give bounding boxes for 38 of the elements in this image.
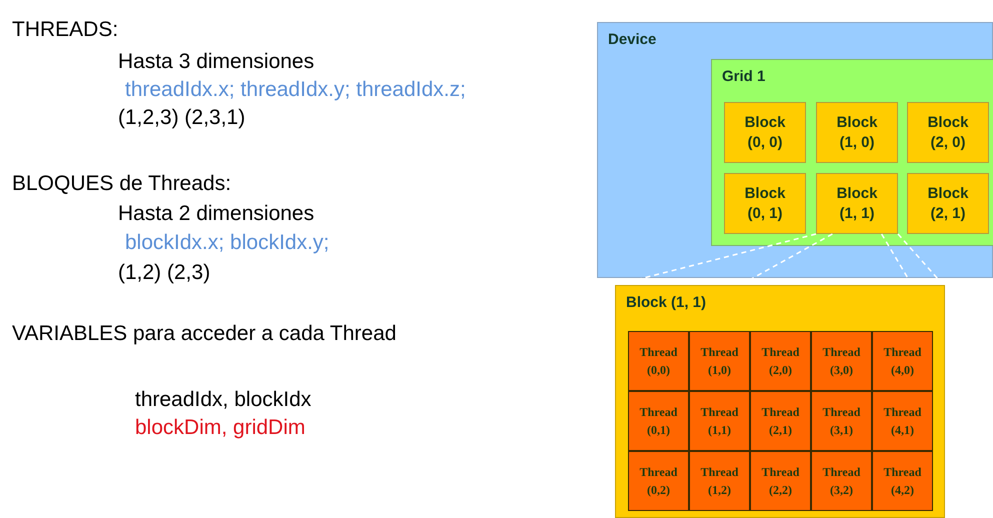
- thread-tile: Thread (1,0): [689, 331, 750, 391]
- thread-tile: Thread (3,2): [811, 451, 872, 511]
- thread-tile: Thread (0,1): [628, 391, 689, 451]
- thread-tile: Thread (4,2): [872, 451, 933, 511]
- note-text: BLOQUES de Threads:: [12, 172, 232, 196]
- block-tile: Block (0, 1): [724, 173, 806, 234]
- note-text: VARIABLES para acceder a cada Thread: [12, 322, 396, 346]
- thread-tile: Thread (0,0): [628, 331, 689, 391]
- thread-tile: Thread (4,1): [872, 391, 933, 451]
- grid-panel: [711, 59, 993, 246]
- thread-tile: Thread (2,0): [750, 331, 811, 391]
- panel-title: Block (1, 1): [626, 294, 706, 311]
- thread-tile: Thread (2,2): [750, 451, 811, 511]
- panel-title: Grid 1: [722, 68, 766, 85]
- block-panel: [615, 285, 945, 518]
- thread-tile: Thread (1,2): [689, 451, 750, 511]
- thread-tile: Thread (1,1): [689, 391, 750, 451]
- device-panel: [597, 22, 993, 278]
- block-tile: Block (2, 1): [907, 173, 989, 234]
- note-text: blockIdx.x; blockIdx.y;: [125, 231, 330, 255]
- block-tile: Block (1, 1): [816, 173, 898, 234]
- panel-title: Device: [608, 31, 656, 48]
- note-text: (1,2,3) (2,3,1): [118, 106, 246, 130]
- note-text: threadIdx.x; threadIdx.y; threadIdx.z;: [125, 78, 466, 102]
- block-tile: Block (2, 0): [907, 102, 989, 163]
- thread-tile: Thread (2,1): [750, 391, 811, 451]
- block-tile: Block (1, 0): [816, 102, 898, 163]
- note-text: THREADS:: [12, 18, 118, 42]
- thread-tile: Thread (0,2): [628, 451, 689, 511]
- note-text: threadIdx, blockIdx: [135, 388, 312, 412]
- note-text: Hasta 3 dimensiones: [118, 50, 314, 74]
- thread-tile: Thread (4,0): [872, 331, 933, 391]
- block-tile: Block (0, 0): [724, 102, 806, 163]
- note-text: Hasta 2 dimensiones: [118, 202, 314, 226]
- note-text: blockDim, gridDim: [135, 416, 306, 440]
- thread-tile: Thread (3,0): [811, 331, 872, 391]
- note-text: (1,2) (2,3): [118, 261, 210, 285]
- thread-tile: Thread (3,1): [811, 391, 872, 451]
